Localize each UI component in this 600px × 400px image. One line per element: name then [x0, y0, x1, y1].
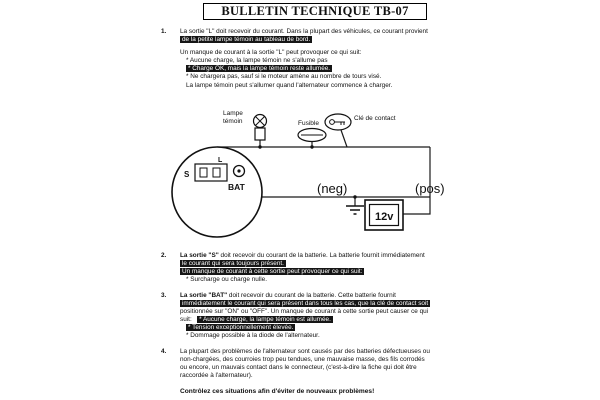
text-line: Un manque de courant à cette sortie peut… — [180, 268, 481, 276]
bullet-line: * Tension exceptionnellement élevée. — [186, 324, 481, 332]
wire-right-vertical — [403, 147, 431, 215]
highlighted-text: * Tension exceptionnellement élevée. — [186, 324, 296, 332]
highlighted-text: * Charge OK, mais la lampe témoin reste … — [186, 65, 333, 73]
section-1-number: 1. — [161, 28, 167, 35]
neg-label: (neg) — [317, 181, 347, 196]
text-line: raccordée à l'alternateur). — [180, 372, 253, 380]
emphasized-text: La sortie "BAT" — [180, 292, 228, 299]
junction-dot — [310, 145, 314, 149]
highlighted-text: immédiatement le courant qui sera présen… — [180, 300, 431, 308]
text-line: non-chargées, des courroies trop peu ten… — [180, 356, 425, 364]
text-run: doit recevoir du courant de la batterie.… — [218, 252, 425, 259]
text-line: La lampe témoin peut s'allumer quand l'a… — [186, 81, 393, 89]
alternator-circle — [171, 146, 263, 238]
connector-pin — [199, 167, 208, 178]
battery-label: 12v — [375, 211, 394, 223]
junction-dot — [258, 145, 262, 149]
lamp-label-line2: témoin — [223, 118, 243, 125]
text-run: suit: — [180, 316, 192, 324]
bat-terminal-dot — [237, 169, 241, 173]
text-line: ou encore, un mauvais contact dans le co… — [180, 364, 417, 372]
pos-label: (pos) — [415, 181, 445, 196]
page-title: BULLETIN TECHNIQUE TB-07 — [203, 3, 427, 20]
bullet-line: * Aucune charge, la lampe témoin ne s'al… — [186, 57, 328, 65]
text-line: le courant qui sera toujours présent. — [180, 260, 481, 268]
section-2-number: 2. — [161, 252, 167, 259]
bullet-line: * Ne chargera pas, sauf si le moteur amè… — [186, 73, 382, 81]
closing-statement: Contrôlez ces situations afin d'éviter d… — [180, 388, 375, 395]
lamp-base — [254, 127, 266, 141]
highlighted-text: * Aucune charge, la lampe témoin est all… — [197, 316, 333, 324]
terminal-s-label: S — [184, 170, 190, 179]
bullet-line: * Surcharge ou charge nulle. — [186, 276, 268, 284]
section-4: 4. La plupart des problèmes de l'alterna… — [161, 348, 481, 380]
key-blade — [334, 121, 345, 125]
emphasized-text: La sortie "S" — [180, 252, 219, 259]
wire-key-stem — [340, 129, 348, 148]
text-line: positionnée sur "ON" ou "OFF". Un manque… — [180, 308, 429, 316]
text-line: suit: * Aucune charge, la lampe témoin e… — [180, 316, 481, 324]
circuit-diagram: S L BAT Lampe témoin Fusible Clé de cont… — [171, 110, 445, 238]
text-line: immédiatement le courant qui sera présen… — [180, 300, 481, 308]
bullet-line: * Dommage possible à la diode de l'alter… — [186, 332, 320, 340]
section-3-number: 3. — [161, 292, 167, 299]
terminal-l-label: L — [218, 157, 223, 164]
key-bow — [329, 119, 335, 125]
terminal-bat-label: BAT — [228, 182, 246, 192]
highlighted-text: le courant qui sera toujours présent. — [180, 260, 286, 268]
section-4-number: 4. — [161, 348, 167, 355]
junction-dot — [353, 195, 357, 199]
battery-box-inner — [368, 203, 400, 227]
section-2: 2. La sortie "S" doit recevoir du couran… — [161, 252, 481, 284]
text-line: La sortie "BAT" doit recevoir du courant… — [180, 292, 481, 300]
highlighted-text: de la petite lampe témoin au tableau de … — [180, 36, 313, 44]
text-line: La sortie "L" doit recevoir du courant. … — [180, 28, 428, 35]
text-line: Un manque de courant à la sortie "L" peu… — [180, 49, 362, 57]
text-run: doit recevoir du courant de la batterie.… — [227, 292, 396, 299]
text-line: La sortie "S" doit recevoir du courant d… — [180, 252, 481, 260]
lamp-cross — [255, 116, 265, 126]
section-3: 3. La sortie "BAT" doit recevoir du cour… — [161, 292, 481, 341]
highlighted-text: Un manque de courant à cette sortie peut… — [180, 268, 365, 276]
ground-icon — [346, 205, 364, 215]
text-line: de la petite lampe témoin au tableau de … — [180, 36, 481, 44]
fuse-label: Fusible — [298, 120, 319, 127]
section-1: 1. La sortie "L" doit recevoir du couran… — [161, 28, 481, 90]
text-line: La plupart des problèmes de l'alternateu… — [180, 348, 430, 355]
key-label: Clé de contact — [354, 115, 396, 122]
bullet-line: * Charge OK, mais la lampe témoin reste … — [186, 65, 481, 73]
connector-pin — [212, 167, 221, 178]
lamp-label-line1: Lampe — [223, 110, 243, 117]
page-title-text: BULLETIN TECHNIQUE TB-07 — [221, 4, 409, 18]
